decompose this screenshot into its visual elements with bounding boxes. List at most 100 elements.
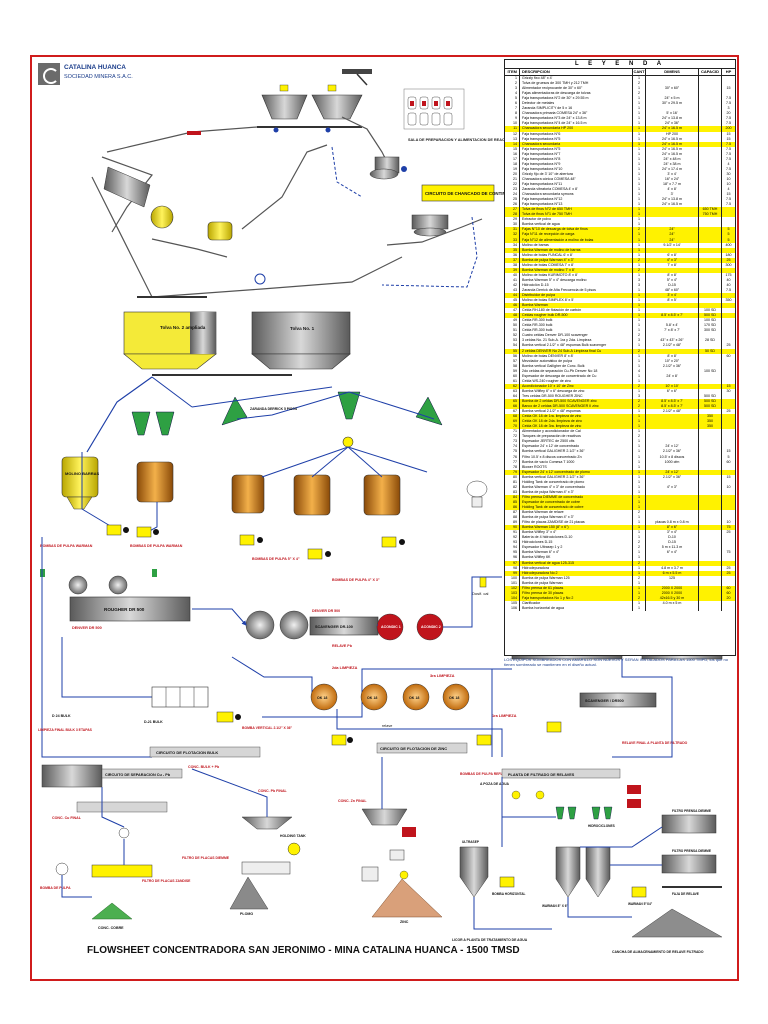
legend-cell-qty: 1 xyxy=(633,358,646,364)
legend-cell-dimens xyxy=(646,489,699,495)
legend-cell-item: 100 xyxy=(505,575,520,581)
legend-cell-capacity: 300 SD xyxy=(699,328,722,334)
legend-cell-description: Tanques de preparación de reactivos xyxy=(520,434,633,440)
second-cleaning-label: 2da LIMPIEZA xyxy=(332,666,358,670)
legend-cell-dimens xyxy=(646,378,699,384)
legend-cell-dimens xyxy=(646,267,699,273)
legend-cell-description: Bomba vertical Galligher de Conc. Bulk xyxy=(520,363,633,369)
legend-cell-capacity: 28 SD xyxy=(699,338,722,344)
legend-cell-description: Hidrociclones D-15 xyxy=(520,540,633,546)
legend-cell-qty: 1 xyxy=(633,287,646,294)
dust-extractor xyxy=(254,273,266,285)
legend-table: L E Y E N D A ITEM DESCRIPCION CANT DIME… xyxy=(504,59,736,656)
legend-cell-qty: 1 xyxy=(633,207,646,213)
legend-cell-item: 1 xyxy=(505,76,520,82)
legend-cell-item: 45 xyxy=(505,298,520,304)
legend-cell-hp: 10 xyxy=(726,181,731,186)
legend-header-dimens: DIMENS xyxy=(646,69,699,75)
legend-cell-capacity xyxy=(699,156,722,162)
legend-cell-hp: 7.5 xyxy=(726,146,731,151)
legend-cell-description: Filtro prensa de 30 placas xyxy=(520,590,633,596)
legend-cell-dimens: 5.8' x 4' xyxy=(646,323,699,329)
secondary-crusher xyxy=(207,221,233,241)
legend-cell-hp: 75 xyxy=(726,525,731,530)
legend-cell-item: 86 xyxy=(505,504,520,511)
legend-cell-capacity xyxy=(699,504,722,511)
legend-cell-description: Faja transportadora N°5 xyxy=(520,136,633,142)
filter-plates-label: FILTRO DE PLACAS DIEMME xyxy=(182,856,230,860)
legend-cell-qty: 2 xyxy=(633,383,646,389)
legend-cell-item: 103 xyxy=(505,590,520,596)
legend-cell-item: 43 xyxy=(505,287,520,294)
legend-cell-description: Chancadora secundaria symons xyxy=(520,192,633,198)
legend-cell-dimens: 4" x 3" xyxy=(646,484,699,490)
legend-cell-dimens: 2000 X 2000 xyxy=(646,590,699,596)
conc-pb-label: CONC. Pb FINAL xyxy=(258,789,288,793)
legend-cell-dimens: 24" x 48 m xyxy=(646,156,699,162)
legend-cell-capacity xyxy=(699,343,722,349)
legend-cell-qty: 1 xyxy=(633,187,646,193)
legend-cell-item: 5 xyxy=(505,96,520,102)
legend-cell-dimens: 4.0 m x 5 m xyxy=(646,600,699,606)
legend-cell-description: Hidrodepuradora No 2 xyxy=(520,570,633,576)
legend-cell-hp: 4 xyxy=(727,187,730,192)
legend-cell-hp: 30 xyxy=(726,171,731,176)
conc-cu-label: CONC. Cu FINAL xyxy=(52,816,82,820)
legend-cell-qty: 1 xyxy=(633,439,646,445)
legend-cell-description: Alimentador reciprocante de 30" x 60" xyxy=(520,86,633,92)
legend-header-capacity: CAPACID xyxy=(699,69,722,75)
d21-bulk-label: D-21 BULK xyxy=(144,720,163,724)
legend-cell-item: 54 xyxy=(505,343,520,349)
legend-cell-qty: 1 xyxy=(633,419,646,425)
separation-section: CIRCUITO DE SEPARACION Cu - Pb CONC. BUL… xyxy=(40,757,443,930)
legend-cell-qty: 1 xyxy=(633,499,646,505)
legend-cell-item: 75 xyxy=(505,449,520,455)
legend-cell-dimens: 24" xyxy=(646,237,699,243)
legend-cell-capacity xyxy=(699,484,722,490)
legend-cell-capacity xyxy=(699,545,722,551)
legend-cell-hp xyxy=(722,606,735,611)
legend-cell-qty: 1 xyxy=(633,222,646,228)
legend-cell-description: Faja transportadora N°11 xyxy=(520,181,633,188)
legend-cell-hp: 15 xyxy=(726,131,731,136)
legend-cell-hp: 175 xyxy=(725,272,732,277)
legend-cell-dimens xyxy=(646,414,699,420)
legend-cell-description: Bomba de pulpa Warman xyxy=(520,580,633,586)
legend-cell-capacity xyxy=(699,303,722,309)
legend-cell-qty: 1 xyxy=(633,378,646,384)
legend-cell-description: Faja transportadora N°3 de 24" x 13.8 m xyxy=(520,116,633,122)
legend-cell-capacity xyxy=(699,106,722,112)
legend-cell-qty: 2 xyxy=(633,227,646,233)
legend-cell-qty: 1 xyxy=(633,323,646,329)
contingency-circuit: CIRCUITO DE CHANCADO DE CONTINGENCIA xyxy=(369,156,524,246)
legend-cell-item: 57 xyxy=(505,358,520,364)
legend-cell-description: Molino de barras xyxy=(520,242,633,248)
legend-cell-qty: 1 xyxy=(633,146,646,152)
legend-cell-capacity xyxy=(699,570,722,576)
legend-header-description: DESCRIPCION xyxy=(520,69,633,75)
denver-dr500-label: DENVER DR 500 xyxy=(72,626,102,630)
pump-labels-2: BOMBAS DE PULPA WARMAN xyxy=(130,544,183,548)
legend-cell-capacity xyxy=(699,91,722,97)
legend-cell-qty: 1 xyxy=(633,373,646,379)
legend-cell-item: 72 xyxy=(505,434,520,440)
legend-cell-capacity xyxy=(699,363,722,369)
warman-label: WARMAN 5"X4" xyxy=(628,902,653,906)
legend-cell-capacity xyxy=(699,479,722,485)
crushing-section: SALA DE PREPARACION Y ALIMENTACION DE RE… xyxy=(91,69,524,298)
reagents-label: SALA DE PREPARACION Y ALIMENTACION DE RE… xyxy=(408,138,517,142)
legend-cell-description: Chancadora secundaria xyxy=(520,141,633,147)
legend-cell-item: 16 xyxy=(505,151,520,157)
legend-cell-item: 37 xyxy=(505,257,520,263)
legend-cell-item: 8 xyxy=(505,111,520,117)
rod-mill: MOLINO BARRAS xyxy=(61,456,100,510)
